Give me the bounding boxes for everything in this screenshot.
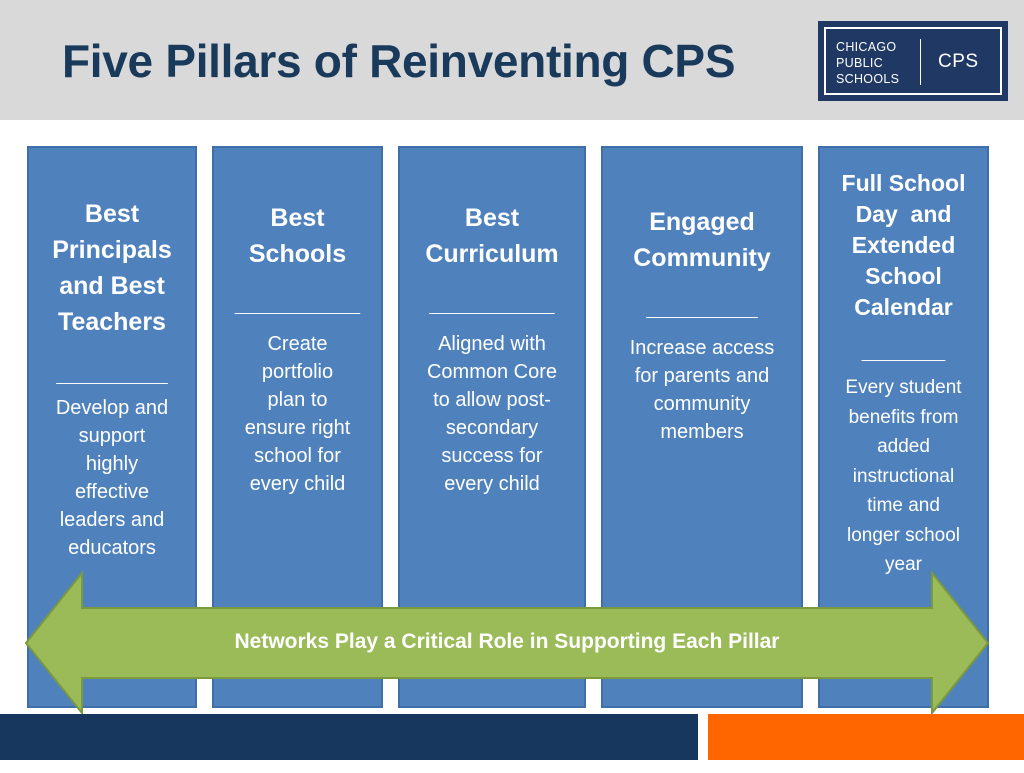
pillar-body-line: Create <box>267 333 328 355</box>
pillar-rule: ________ <box>56 359 168 387</box>
pillar-heading-line: Calendar <box>854 294 953 320</box>
pillar-body-line: Every student <box>845 377 962 398</box>
pillar-rule: ________ <box>646 293 758 321</box>
pillar-body-line: success for <box>441 445 543 467</box>
pillar-heading: Best Schools <box>214 200 381 272</box>
pillar-body-line: instructional <box>852 465 955 487</box>
pillar-body-line: members <box>660 421 744 443</box>
pillar-body-line: secondary <box>445 417 539 439</box>
logo-divider <box>920 39 921 85</box>
pillar-body-line: Common Core <box>426 361 558 383</box>
pillar-heading-line: Best <box>464 204 520 232</box>
pillar-body-line: benefits from <box>848 406 959 428</box>
pillar-body-line: highly <box>85 453 139 475</box>
pillar-heading-line: Community <box>633 244 771 272</box>
pillar-body-line: portfolio <box>261 361 334 383</box>
pillar-heading-line: School <box>865 263 942 289</box>
pillar-body-line: every child <box>444 473 540 495</box>
pillar-body-line: time and <box>867 495 940 516</box>
pillar-heading-line: Full School <box>841 170 966 196</box>
pillar-heading: Best Curriculum <box>400 200 584 272</box>
pillar-body: Aligned with Common Core to allow post- … <box>400 330 584 498</box>
pillar-heading-line: and Best <box>59 272 165 300</box>
cps-logo: CHICAGO PUBLIC SCHOOLS CPS <box>818 21 1008 101</box>
pillar-body-line: Aligned with <box>438 333 546 355</box>
footer-bar-blue <box>0 714 698 760</box>
pillar-body-line: leaders and <box>59 509 165 531</box>
pillar-rule: _________ <box>429 289 555 317</box>
pillar-heading: Engaged Community <box>603 204 801 276</box>
pillar-body-line: for parents and <box>634 365 770 387</box>
pillar-body-line: Increase access <box>629 337 775 359</box>
pillar-body-line: every child <box>249 473 346 495</box>
pillar-heading-line: Engaged <box>649 208 755 236</box>
pillar-body: Develop and support highly effective lea… <box>29 394 195 562</box>
pillar-heading-line: Principals <box>52 236 172 264</box>
pillar-body-line: year <box>885 554 922 575</box>
logo-line-2: PUBLIC <box>836 56 883 70</box>
pillar-heading-line: Day and <box>855 201 952 227</box>
pillar-body-line: educators <box>68 537 156 559</box>
double-arrow-polygon <box>24 570 990 716</box>
pillar-body-line: longer school <box>846 524 961 546</box>
logo-line-3: SCHOOLS <box>836 72 900 86</box>
arrow-label: Networks Play a Critical Role in Support… <box>234 630 780 653</box>
pillar-body-line: Develop and <box>55 397 169 419</box>
pillar-body-line: school for <box>254 445 341 467</box>
pillar-heading-line: Best <box>84 200 140 228</box>
logo-wordmark: CHICAGO PUBLIC SCHOOLS <box>836 39 899 87</box>
logo-border: CHICAGO PUBLIC SCHOOLS CPS <box>824 27 1002 95</box>
logo-abbr: CPS <box>938 51 979 72</box>
pillar-body-line: plan to <box>267 389 328 411</box>
slide-title: Five Pillars of Reinventing CPS <box>62 35 736 87</box>
pillar-heading-line: Curriculum <box>425 240 559 268</box>
pillar-heading-line: Best <box>270 204 325 232</box>
pillar-rule: _________ <box>234 289 361 317</box>
pillar-rule: ______ <box>861 336 946 364</box>
pillar-heading-line: Extended <box>851 232 956 258</box>
pillar-heading-line: Teachers <box>58 308 166 336</box>
pillar-body: Increase access for parents and communit… <box>603 334 801 446</box>
pillar-body-line: support <box>78 425 146 447</box>
pillar-body-line: effective <box>74 481 150 503</box>
logo-line-1: CHICAGO <box>836 40 897 54</box>
pillar-body: Create portfolio plan to ensure right sc… <box>214 330 381 498</box>
pillar-body-line: community <box>653 393 751 415</box>
pillar-body-line: to allow post- <box>433 389 551 411</box>
footer-bar-orange <box>708 714 1024 760</box>
pillar-body-line: ensure right <box>244 417 351 439</box>
pillar-heading-line: Schools <box>248 240 347 268</box>
pillar-heading: Full School Day and Extended School Cale… <box>820 168 987 323</box>
pillar-heading: Best Principals and Best Teachers <box>29 196 195 340</box>
pillar-body: Every student benefits from added instru… <box>820 373 987 580</box>
pillar-body-line: added <box>877 436 930 457</box>
